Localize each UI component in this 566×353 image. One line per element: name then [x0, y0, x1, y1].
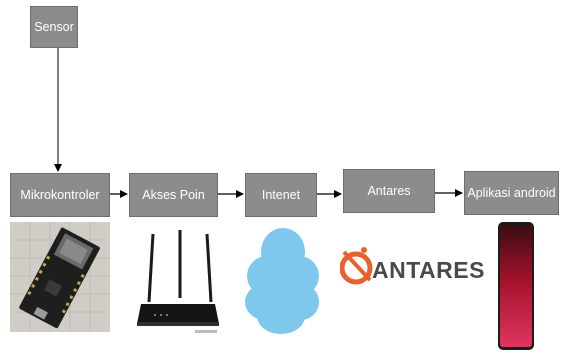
- node-intenet: Intenet: [245, 173, 317, 217]
- node-aplikasi-android-label: Aplikasi android: [467, 186, 556, 200]
- antares-logo-icon: [340, 247, 373, 285]
- node-mikrokontroler: Mikrokontroler: [10, 173, 110, 217]
- node-intenet-label: Intenet: [261, 188, 301, 202]
- antares-logo: ANTARES: [340, 230, 484, 304]
- node-aplikasi-android: Aplikasi android: [464, 171, 559, 215]
- node-sensor-label: Sensor: [34, 20, 74, 34]
- node-akses-poin-label: Akses Poin: [142, 188, 205, 202]
- node-antares: Antares: [343, 169, 435, 213]
- node-sensor: Sensor: [30, 6, 78, 48]
- microcontroller-board-image: [10, 222, 110, 332]
- node-akses-poin: Akses Poin: [129, 173, 218, 217]
- internet-cloud-icon: [245, 228, 319, 334]
- node-antares-label: Antares: [367, 184, 411, 198]
- access-point-router-image: [135, 226, 221, 336]
- antares-logo-text: ANTARES: [372, 257, 485, 283]
- node-mikrokontroler-label: Mikrokontroler: [20, 188, 100, 202]
- android-phone-image: [498, 222, 534, 350]
